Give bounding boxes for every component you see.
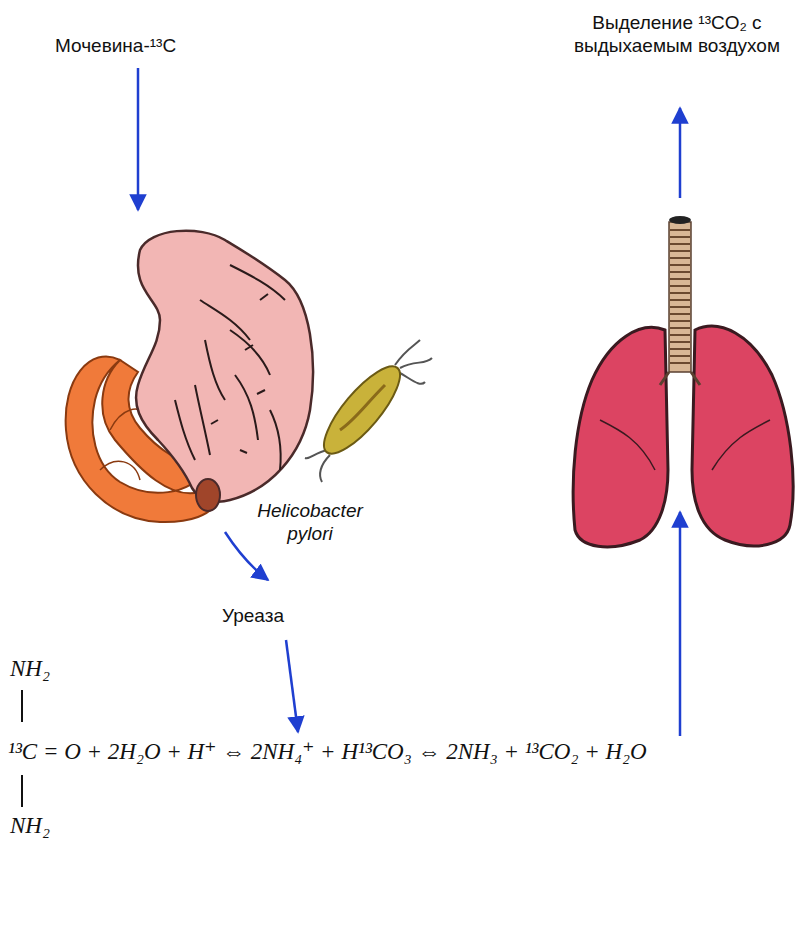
lungs bbox=[573, 216, 793, 547]
trachea-ring bbox=[670, 313, 690, 315]
arrows bbox=[138, 68, 680, 736]
stomach bbox=[136, 231, 313, 502]
trachea-ring bbox=[670, 285, 690, 287]
formula-group: NH₂ bbox=[10, 812, 50, 840]
stomach-folds bbox=[175, 265, 285, 470]
trachea-ring bbox=[670, 243, 690, 245]
trachea-ring bbox=[670, 250, 690, 252]
reaction-equation: ¹³C = O + 2H₂O + H⁺ ⇔ 2NH₄⁺ + H¹³CO₃ ⇔ 2… bbox=[8, 738, 647, 766]
trachea-ring bbox=[670, 306, 690, 308]
trachea-ring bbox=[670, 236, 690, 238]
bacterium-label: Helicobacter pylori bbox=[240, 500, 380, 546]
trachea-ring bbox=[670, 264, 690, 266]
formula-group: NH₂ bbox=[10, 655, 50, 683]
substance-label: Мочевина-¹³C bbox=[55, 35, 176, 58]
trachea-ring bbox=[670, 362, 690, 364]
trachea-ring bbox=[670, 292, 690, 294]
trachea-ring bbox=[670, 257, 690, 259]
trachea-ring bbox=[670, 278, 690, 280]
trachea-ring bbox=[670, 348, 690, 350]
bacterium bbox=[305, 340, 432, 482]
trachea-ring bbox=[670, 341, 690, 343]
exhalation-label: Выделение ¹³CO₂ с выдыхаемым воздухом bbox=[548, 12, 806, 58]
trachea-ring bbox=[670, 299, 690, 301]
enzyme-label: Уреаза bbox=[222, 605, 284, 628]
trachea-ring bbox=[670, 334, 690, 336]
trachea-ring bbox=[670, 355, 690, 357]
trachea-ring bbox=[670, 271, 690, 273]
pylorus bbox=[196, 479, 220, 511]
trachea-ring bbox=[670, 327, 690, 329]
trachea-ring bbox=[670, 320, 690, 322]
trachea-ring bbox=[670, 229, 690, 231]
